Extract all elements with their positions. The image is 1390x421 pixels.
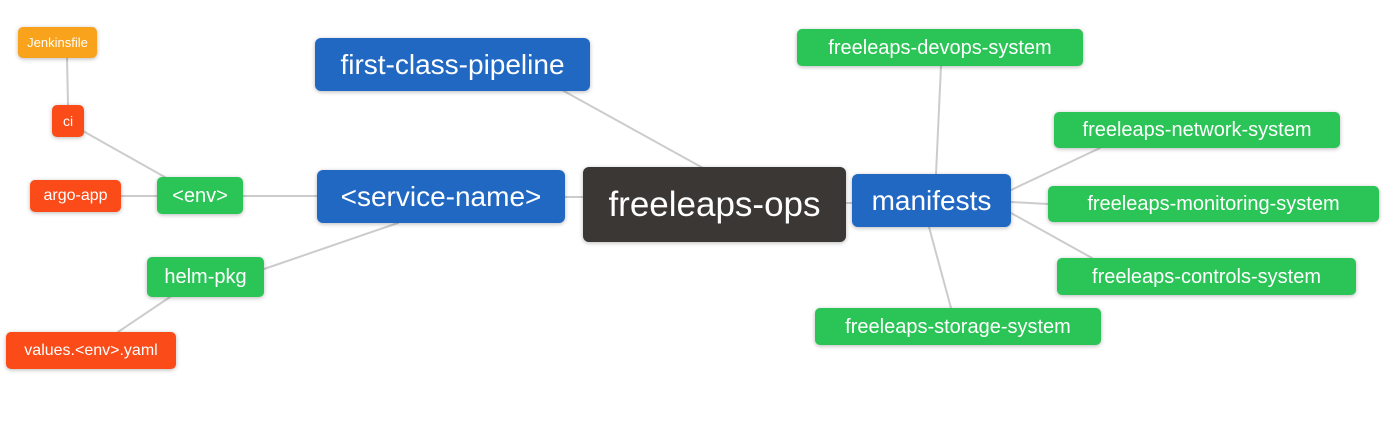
edge-helm-pkg-service-name <box>263 222 399 270</box>
edge-manifests-devops <box>935 65 942 175</box>
node-values-env-yaml[interactable]: values.<env>.yaml <box>6 332 176 369</box>
edge-jenkinsfile-ci <box>66 57 69 106</box>
edge-manifests-monitoring <box>1010 201 1049 205</box>
node-freeleaps-devops-system[interactable]: freeleaps-devops-system <box>797 29 1083 66</box>
node-manifests[interactable]: manifests <box>852 174 1011 227</box>
edge-pipeline-freeleaps-ops <box>561 89 704 169</box>
node-first-class-pipeline[interactable]: first-class-pipeline <box>315 38 590 91</box>
node-jenkinsfile[interactable]: Jenkinsfile <box>18 27 97 58</box>
node-freeleaps-storage-system[interactable]: freeleaps-storage-system <box>815 308 1101 345</box>
node-freeleaps-network-system[interactable]: freeleaps-network-system <box>1054 112 1340 148</box>
edge-ci-env <box>82 130 171 181</box>
edge-manifests-controls <box>1010 212 1093 259</box>
edge-manifests-storage <box>928 226 952 309</box>
edge-values-helm-pkg <box>117 296 171 333</box>
node-argo-app[interactable]: argo-app <box>30 180 121 212</box>
node-service-name[interactable]: <service-name> <box>317 170 565 223</box>
node-env[interactable]: <env> <box>157 177 243 214</box>
node-helm-pkg[interactable]: helm-pkg <box>147 257 264 297</box>
node-freeleaps-controls-system[interactable]: freeleaps-controls-system <box>1057 258 1356 295</box>
node-ci[interactable]: ci <box>52 105 84 137</box>
node-freeleaps-ops[interactable]: freeleaps-ops <box>583 167 846 242</box>
edge-manifests-network <box>1010 147 1101 191</box>
node-freeleaps-monitoring-system[interactable]: freeleaps-monitoring-system <box>1048 186 1379 222</box>
